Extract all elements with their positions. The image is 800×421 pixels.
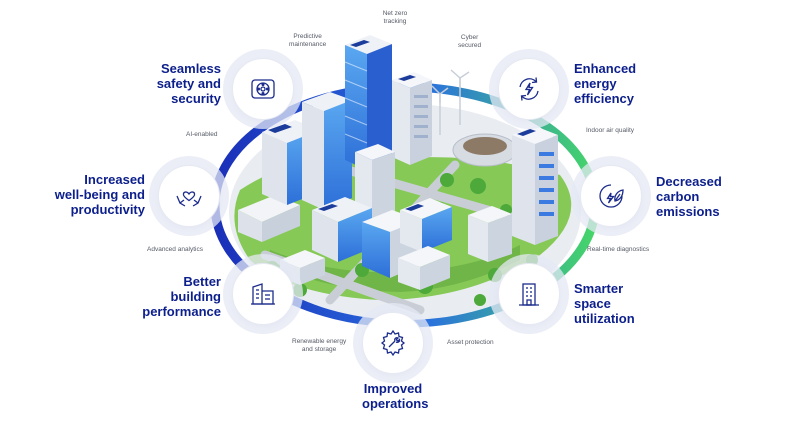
- leaf-bolt-icon: [599, 184, 624, 208]
- feature-cyber-secured: Cyber secured: [458, 34, 481, 50]
- feature-line: Cyber: [460, 34, 479, 41]
- label-carbon-emissions: Decreased carbon emissions: [656, 174, 722, 219]
- feature-line: Advanced analytics: [147, 246, 204, 253]
- circle-energy: [498, 58, 560, 120]
- label-line: space: [574, 296, 611, 311]
- label-line: productivity: [70, 202, 145, 217]
- feature-line: Asset protection: [447, 339, 494, 346]
- label-line: well-being and: [54, 187, 145, 202]
- solar-panels: [268, 40, 536, 211]
- label-line: Better: [183, 274, 221, 289]
- office-tower-icon: [519, 283, 539, 306]
- label-wellbeing: Increased well-being and productivity: [55, 172, 145, 217]
- feature-net-zero-tracking: Net zero tracking: [382, 10, 408, 26]
- feature-advanced-analytics: Advanced analytics: [147, 246, 203, 254]
- feature-asset-protection: Asset protection: [447, 339, 494, 347]
- feature-line: Predictive: [293, 33, 322, 40]
- circle-space: [498, 263, 560, 325]
- feature-line: Indoor air quality: [586, 127, 635, 134]
- circle-safety: [232, 58, 294, 120]
- label-line: Increased: [84, 172, 145, 187]
- label-line: Decreased: [656, 174, 722, 189]
- label-safety-security: Seamless safety and security: [157, 61, 221, 106]
- label-line: energy: [574, 76, 617, 91]
- circle-carbon: [580, 165, 642, 227]
- label-line: carbon: [656, 189, 700, 204]
- feature-real-time-diagnostics: Real-time diagnostics: [587, 246, 649, 254]
- feature-renewable-energy: Renewable energy and storage: [292, 338, 346, 354]
- feature-line: AI-enabled: [186, 131, 218, 138]
- label-line: operations: [362, 396, 429, 411]
- wind-turbines: [431, 69, 470, 135]
- feature-ai-enabled: AI-enabled: [186, 131, 217, 139]
- label-line: performance: [142, 304, 221, 319]
- feature-line: Net zero: [382, 10, 408, 17]
- label-line: efficiency: [574, 91, 634, 106]
- feature-line: and storage: [301, 346, 337, 353]
- circle-operations: [362, 312, 424, 374]
- circle-building: [232, 263, 294, 325]
- feature-line: Renewable energy: [292, 338, 347, 345]
- label-space-utilization: Smarter space utilization: [574, 281, 635, 326]
- label-building-performance: Better building performance: [142, 274, 221, 319]
- label-line: utilization: [574, 311, 635, 326]
- label-energy-efficiency: Enhanced energy efficiency: [574, 61, 636, 106]
- label-line: emissions: [656, 204, 720, 219]
- label-line: Smarter: [574, 281, 624, 296]
- label-line: Seamless: [161, 61, 221, 76]
- heart-hands-icon: [176, 191, 202, 207]
- label-line: security: [171, 91, 221, 106]
- gear-wrench-icon: [380, 329, 406, 357]
- label-line: Enhanced: [574, 61, 637, 76]
- feature-line: secured: [458, 42, 482, 49]
- feature-indoor-air-quality: Indoor air quality: [586, 127, 634, 135]
- label-line: safety and: [156, 76, 221, 91]
- security-camera-icon: [251, 79, 275, 99]
- buildings: [238, 35, 558, 290]
- stadium: [452, 133, 518, 167]
- label-line: building: [170, 289, 221, 304]
- building-icon: [251, 283, 275, 305]
- label-line: Improved: [363, 381, 423, 396]
- feature-line: tracking: [383, 18, 407, 25]
- energy-cycle-icon: [519, 77, 539, 101]
- feature-line: maintenance: [289, 41, 327, 48]
- label-operations: Improved operations: [362, 381, 429, 411]
- feature-predictive-maintenance: Predictive maintenance: [289, 33, 326, 49]
- circle-wellbeing: [158, 165, 220, 227]
- feature-line: Real-time diagnostics: [587, 246, 650, 253]
